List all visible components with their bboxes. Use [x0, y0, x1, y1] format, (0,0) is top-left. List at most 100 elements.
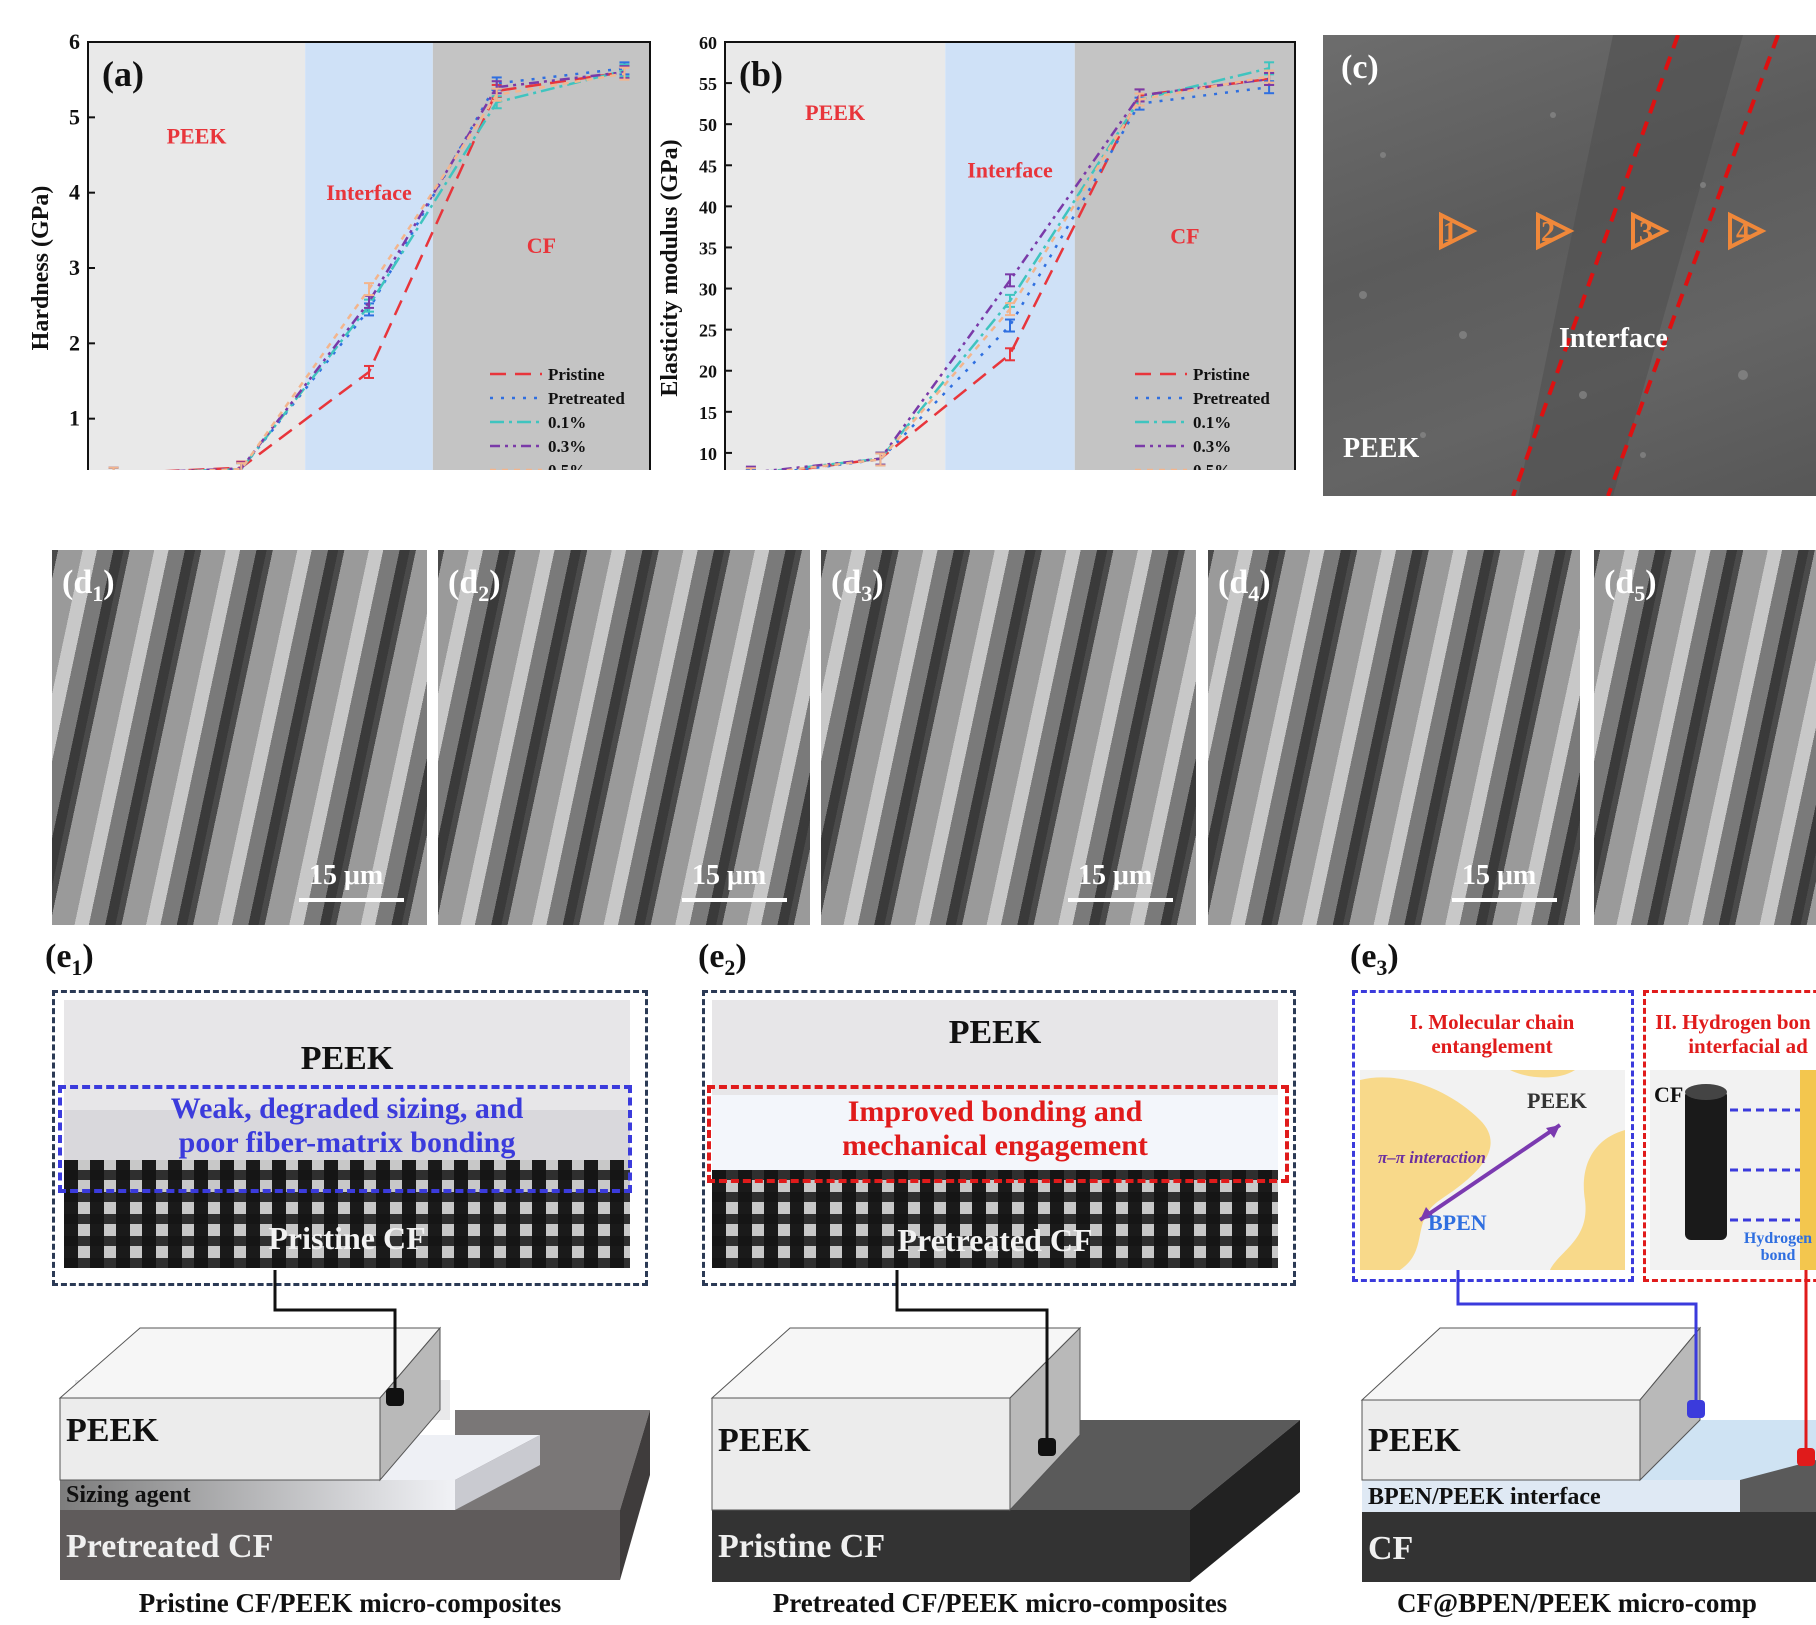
fiber-weave-overlay-e1 — [64, 1160, 630, 1268]
legend-label: 0.1% — [548, 413, 586, 432]
sem-image-d4: (d4)15 μm — [1208, 550, 1580, 925]
y-tick-label: 15 — [699, 403, 717, 423]
scale-bar-d2 — [682, 898, 787, 902]
scale-bar-d3 — [1068, 898, 1173, 902]
point-1-label: 1 — [1443, 217, 1457, 248]
block-diagram-e1 — [58, 1270, 650, 1580]
panel-label-e1: (e1) — [45, 938, 94, 980]
panel-label: (a) — [102, 54, 144, 94]
highlight-box-e2 — [707, 1085, 1289, 1183]
highlight-box-e1 — [58, 1085, 632, 1193]
y-tick-label: 30 — [699, 280, 717, 300]
block-base-label-e1: Pretreated CF — [66, 1528, 274, 1565]
y-tick-label: 10 — [699, 444, 717, 464]
y-tick-label: 5 — [69, 104, 80, 129]
interface-boundary-right — [1606, 35, 1780, 496]
y-tick-label: 3 — [69, 255, 80, 280]
sem-image-d2: (d2) 15 μm — [438, 550, 810, 925]
block-base-label-e3: CF — [1368, 1530, 1414, 1567]
scale-text-d1: 15 μm — [309, 860, 384, 891]
y-tick-label: 40 — [699, 197, 717, 217]
peek-layer-e1 — [64, 1000, 630, 1110]
y-tick-label: 45 — [699, 156, 717, 176]
region-cf — [1074, 42, 1295, 470]
y-tick-label: 4 — [69, 180, 80, 205]
y-tick-label: 25 — [699, 321, 717, 341]
cf-cylinder — [1685, 1090, 1727, 1240]
base-block-e3 — [1362, 1512, 1816, 1582]
panel-label-d5: (d5) — [1604, 564, 1657, 606]
caption-e1: Pristine CF/PEEK micro-composites — [138, 1588, 562, 1618]
region-peek — [88, 42, 306, 470]
sizing-layer-e1 — [64, 1110, 630, 1160]
pi-interaction-label: π–π interaction — [1378, 1148, 1486, 1167]
peek-layer-e2 — [712, 1000, 1278, 1095]
region-label-cf: CF — [527, 233, 556, 258]
block-sizing-label-e1: Sizing agent — [66, 1482, 191, 1508]
region-label-peek: PEEK — [805, 100, 865, 125]
point-2-label: 2 — [1541, 217, 1555, 248]
peek-label-c: PEEK — [1343, 433, 1420, 464]
panel-label-e3: (e3) — [1350, 938, 1399, 980]
pi-interaction-arrow — [1418, 1123, 1562, 1222]
bonding-layer-e2 — [712, 1095, 1278, 1170]
region-interface — [305, 42, 433, 470]
region-label-interface: Interface — [967, 158, 1053, 183]
point-4-label: 4 — [1736, 217, 1750, 248]
series-line-Pretreated — [787, 85, 1270, 470]
block-diagram-e2 — [710, 1270, 1300, 1582]
scale-text-d3: 15 μm — [1078, 860, 1153, 891]
plot-frame — [724, 41, 1296, 470]
region-cf — [432, 42, 650, 470]
y-tick-label: 2 — [69, 330, 80, 355]
panel-label-d3: (d3) — [831, 564, 884, 606]
y-tick-label: 50 — [699, 115, 717, 135]
base-block-e1 — [60, 1510, 620, 1580]
chart-a: PEEKInterfaceCF012345612345Hardness (GPa… — [28, 29, 651, 470]
scale-bar-d1 — [299, 898, 404, 902]
legend-label: Pretreated — [1193, 389, 1270, 408]
block-peek-label-e3: PEEK — [1368, 1422, 1461, 1459]
block-diagram-e3 — [1360, 1270, 1816, 1582]
y-axis-label: Hardness (GPa) — [28, 186, 54, 351]
panel-label-d2: (d2) — [448, 564, 501, 606]
peek-title-e1: PEEK — [300, 1040, 394, 1077]
scale-bar-d4 — [1452, 898, 1557, 902]
block-peek-label-e2: PEEK — [718, 1422, 811, 1459]
region-interface — [945, 42, 1075, 470]
legend-label: Pristine — [1193, 365, 1250, 384]
region-label-cf: CF — [1170, 223, 1199, 248]
sem-image-d3: (d3) 15 μm — [821, 550, 1196, 925]
y-tick-label: 6 — [69, 29, 80, 54]
sem-image-d5: (d5) — [1594, 550, 1816, 925]
fiber-label-e1: Pristine CF — [268, 1220, 426, 1256]
sem-image-c: (c) 1 2 3 4 Interface PEEK — [1323, 35, 1816, 496]
hydrogen-bond-diagram — [1650, 1070, 1816, 1270]
sem-image-d1: (d1)15 μm — [52, 550, 427, 925]
block-base-label-e2: Pristine CF — [718, 1528, 886, 1565]
legend-label: 0.5% — [1193, 461, 1231, 470]
y-tick-label: 20 — [699, 362, 717, 382]
schematic-box-e2 — [702, 990, 1296, 1286]
legend-label: Pretreated — [548, 389, 625, 408]
caption-e2: Pretreated CF/PEEK micro-composites — [772, 1588, 1228, 1618]
y-axis-label: Elasticity modulus (GPa) — [657, 139, 683, 396]
region-label-peek: PEEK — [167, 124, 227, 149]
schematic-box-e1 — [52, 990, 648, 1286]
fiber-weave-overlay-e2 — [712, 1170, 1278, 1268]
legend-label: 0.5% — [548, 461, 586, 470]
fiber-label-e2: Pretreated CF — [897, 1222, 1093, 1258]
base-block-e2 — [712, 1510, 1190, 1582]
entanglement-peek-label: PEEK — [1527, 1088, 1587, 1113]
block-peek-label-e1: PEEK — [66, 1412, 159, 1449]
scale-text-d4: 15 μm — [1462, 860, 1537, 891]
panel-label-c: (c) — [1341, 49, 1379, 86]
entanglement-diagram — [1360, 1070, 1625, 1270]
chart-b: PEEKInterfaceCF5101520253035404550556012… — [657, 33, 1296, 470]
legend-label: 0.3% — [1193, 437, 1231, 456]
scale-text-d2: 15 μm — [692, 860, 767, 891]
